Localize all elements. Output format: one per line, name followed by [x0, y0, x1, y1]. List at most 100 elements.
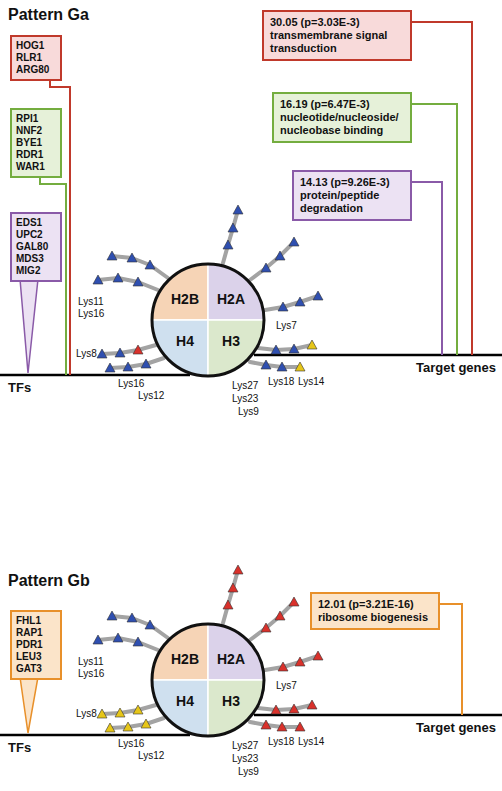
modification-mark: [115, 708, 125, 717]
lysine-label: Lys14: [298, 376, 324, 388]
modification-mark: [145, 260, 155, 269]
tf-names: RPI1 NNF2 BYE1 RDR1 WAR1: [16, 113, 45, 173]
leader-line: [412, 182, 442, 355]
modification-mark: [313, 651, 323, 660]
histone-tail: [258, 345, 312, 350]
modification-mark: [295, 362, 305, 371]
modification-mark: [261, 360, 271, 369]
histone-tail: [265, 296, 318, 310]
lysine-label: Lys11: [78, 296, 104, 308]
modification-mark: [295, 297, 305, 306]
nucleosome-outline: [152, 264, 264, 376]
histone-label: H3: [209, 332, 253, 350]
modification-mark: [295, 657, 305, 666]
lysine-label: Lys8: [76, 348, 97, 360]
modification-mark: [289, 237, 299, 246]
lysine-label: Lys7: [276, 320, 297, 332]
target-line: [254, 354, 502, 357]
modification-mark: [123, 722, 133, 731]
nucleosome-outline: [152, 624, 264, 736]
tf-names: FHL1 RAP1 PDR1 LEU3 GAT3: [16, 615, 43, 675]
lysine-label: Lys16: [118, 378, 144, 390]
lysine-label: Lys9: [238, 766, 259, 778]
modification-mark: [233, 205, 243, 214]
histone-tail: [112, 256, 168, 278]
tf-box: RPI1 NNF2 BYE1 RDR1 WAR1: [10, 108, 62, 178]
histone-tail: [102, 345, 156, 354]
modification-mark: [107, 251, 117, 260]
target-line: [254, 714, 502, 717]
lysine-label: Lys8: [76, 708, 97, 720]
histone-label: H3: [209, 692, 253, 710]
lysine-label: Lys14: [298, 736, 324, 748]
nucleosome: H2BH2AH4H3: [150, 262, 266, 378]
histone-label: H4: [163, 332, 207, 350]
modification-mark: [271, 705, 281, 714]
lysine-label: Lys27: [232, 380, 258, 392]
lysine-label: Lys9: [238, 406, 259, 418]
modification-mark: [261, 720, 271, 729]
nucleosome-shape: [150, 622, 266, 738]
go-term: protein/peptide degradation: [300, 189, 404, 215]
lysine-label: Lys16: [78, 308, 104, 320]
modification-mark: [223, 240, 233, 249]
modification-mark: [289, 597, 299, 606]
tf-names: HOG1 RLR1 ARG80: [16, 40, 49, 76]
modification-mark: [228, 583, 238, 592]
modification-mark: [97, 349, 107, 358]
modification-mark: [133, 705, 143, 714]
histone-label: H2A: [209, 650, 253, 668]
histone-tail: [102, 705, 156, 714]
leader-line: [412, 22, 472, 355]
tf-box: EDS1 UPC2 GAL80 MDS3 MIG2: [10, 212, 62, 282]
panel-title: Pattern Gb: [8, 572, 90, 590]
histone-tail: [110, 358, 164, 368]
enrichment-score: 16.19 (p=6.47E-3): [280, 98, 404, 111]
go-term: transmembrane signal transduction: [270, 29, 404, 55]
modification-mark: [97, 709, 107, 718]
modification-mark: [127, 613, 137, 622]
go-term-box: 30.05 (p=3.03E-3)transmembrane signal tr…: [262, 10, 412, 61]
modification-mark: [105, 363, 115, 372]
go-term: nucleotide/nucleoside/ nucleobase bindin…: [280, 111, 404, 137]
modification-mark: [271, 345, 281, 354]
tf-box: HOG1 RLR1 ARG80: [10, 35, 62, 81]
histone-label: H2B: [163, 650, 207, 668]
modification-mark: [277, 722, 287, 731]
modification-mark: [313, 291, 323, 300]
lysine-label: Lys16: [118, 738, 144, 750]
modification-mark: [289, 704, 299, 713]
histone-tail: [250, 722, 300, 727]
histone-tail: [250, 242, 294, 280]
modification-mark: [93, 275, 103, 284]
histone-label: H2A: [209, 290, 253, 308]
histone-tail: [250, 362, 300, 367]
modification-mark: [133, 277, 143, 286]
modification-mark: [223, 600, 233, 609]
histone-tail: [250, 602, 294, 640]
histone-tail: [258, 705, 312, 710]
lysine-label: Lys11: [78, 656, 104, 668]
modification-mark: [277, 362, 287, 371]
go-term: ribosome biogenesis: [318, 611, 432, 624]
modification-mark: [145, 620, 155, 629]
tf-line: [0, 734, 190, 737]
nucleosome-shape: [150, 262, 266, 378]
modification-mark: [261, 263, 271, 272]
lysine-label: Lys12: [138, 390, 164, 402]
histone-tail: [265, 656, 318, 670]
modification-mark: [113, 633, 123, 642]
modification-mark: [123, 362, 133, 371]
enrichment-score: 30.05 (p=3.03E-3): [270, 16, 404, 29]
modification-mark: [295, 722, 305, 731]
modification-mark: [261, 623, 271, 632]
axis-label: Target genes: [416, 360, 496, 375]
modification-mark: [141, 359, 151, 368]
panel-title: Pattern Ga: [8, 6, 89, 24]
modification-mark: [133, 345, 143, 354]
modification-mark: [141, 719, 151, 728]
modification-mark: [105, 723, 115, 732]
modification-mark: [93, 635, 103, 644]
lysine-label: Lys16: [78, 668, 104, 680]
